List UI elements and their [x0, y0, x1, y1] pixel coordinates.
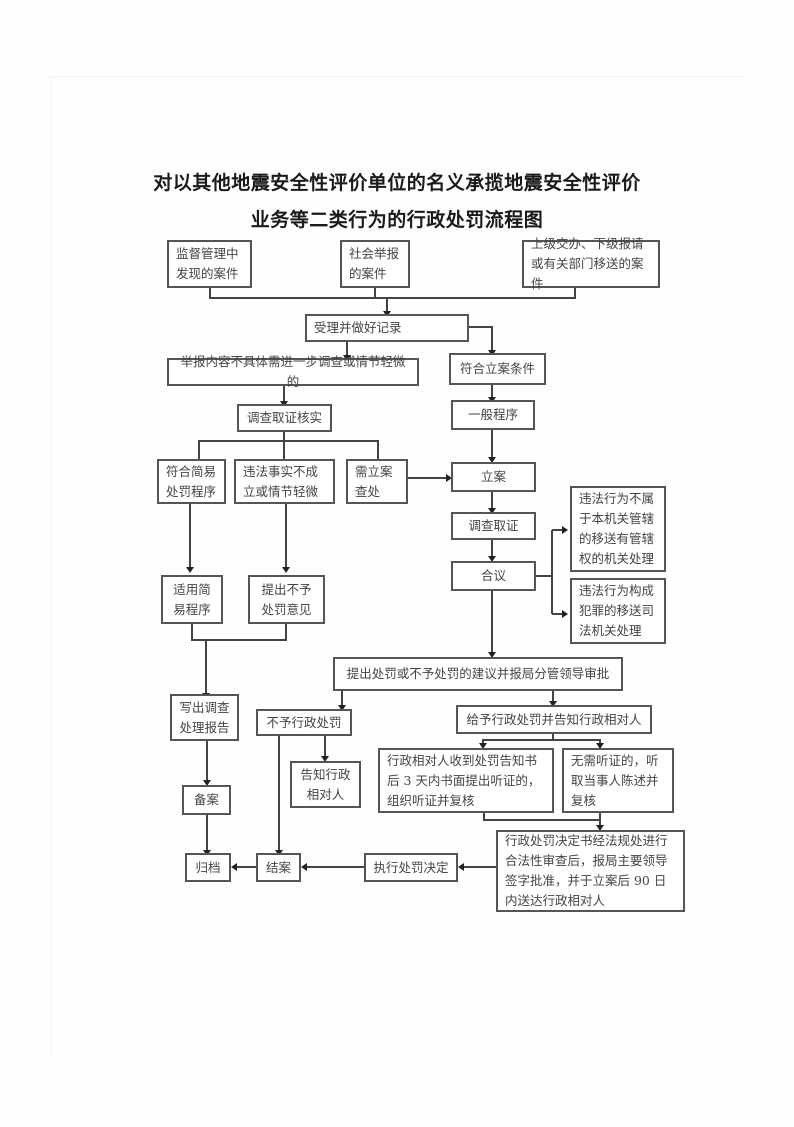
node-execute-decision: 执行处罚决定	[364, 853, 458, 882]
node-label: 无需听证的，听取当事人陈述并复核	[571, 752, 659, 808]
node-transfer-judicial: 违法行为构成犯罪的移送司法机关处理	[570, 578, 666, 644]
node-label: 提出不予处罚意见	[261, 581, 312, 617]
arrow-to-hearing	[479, 743, 487, 749]
arrow-to-file-record	[203, 780, 211, 786]
node-needs-filing: 需立案查处	[346, 459, 408, 504]
node-label: 不予行政处罚	[266, 714, 342, 730]
node-label: 调查取证	[468, 518, 519, 533]
node-label: 归档	[195, 859, 221, 875]
connector-merge-to-report	[191, 623, 287, 641]
node-propose-approval: 提出处罚或不予处罚的建议并报局分管领导审批	[333, 657, 623, 691]
node-close-case: 结案	[256, 853, 301, 882]
node-no-hearing: 无需听证的，听取当事人陈述并复核	[562, 748, 674, 813]
arrow-to-apply-simple	[186, 567, 194, 573]
arrow-to-approval	[488, 652, 496, 658]
node-file-record: 备案	[182, 785, 231, 815]
arrow-to-transfer-judicial	[562, 610, 568, 618]
arrow-to-give-penalty	[549, 701, 557, 707]
node-label: 符合简易处罚程序	[166, 463, 217, 499]
arrow-to-propose-no-penalty	[282, 567, 290, 573]
node-transfer-jurisdiction: 违法行为不属于本机关管辖的移送有管辖权的机关处理	[570, 486, 666, 572]
node-verify-investigation: 调查取证核实	[237, 404, 332, 432]
connector-hearing-merge	[483, 812, 601, 821]
node-write-report: 写出调查处理报告	[170, 694, 239, 741]
node-apply-simple: 适用简易程序	[161, 575, 223, 624]
node-decision-review: 行政处罚决定书经法规处进行合法性审查后，报局主要领导签字批准，并于立案后 90 …	[496, 830, 685, 912]
node-no-penalty: 不予行政处罚	[256, 709, 352, 736]
connector-verify-branch	[198, 440, 379, 459]
title-line-1: 对以其他地震安全性评价单位的名义承揽地震安全性评价	[153, 172, 641, 194]
node-simple-procedure-eligible: 符合简易处罚程序	[157, 459, 226, 504]
node-facts-not-established: 违法事实不成立或情节轻微	[234, 459, 335, 504]
node-source-public-report: 社会举报的案件	[340, 240, 410, 288]
node-label: 上级交办、下级报请或有关部门移送的案件	[531, 236, 644, 291]
arrow-to-notify-party	[321, 756, 329, 762]
node-meets-filing: 符合立案条件	[449, 353, 546, 385]
node-deliberation: 合议	[451, 561, 536, 591]
arrow-to-transfer-jurisdiction	[562, 526, 568, 534]
node-label: 调查取证核实	[246, 410, 322, 425]
node-label: 给予行政处罚并告知行政相对人	[466, 711, 642, 727]
arrow-to-decision	[596, 825, 604, 831]
node-accept-record: 受理并做好记录	[305, 314, 469, 342]
node-report-vague: 举报内容不具体需进一步调查或情节轻微的	[167, 354, 419, 389]
node-source-supervision: 监督管理中发现的案件	[167, 240, 252, 288]
arrow-to-close-from-execute	[301, 863, 307, 871]
node-label: 需立案查处	[355, 463, 393, 499]
node-label: 受理并做好记录	[314, 320, 402, 335]
node-archive: 归档	[185, 853, 231, 882]
node-file-case: 立案	[451, 462, 536, 492]
arrow-to-execute	[458, 863, 464, 871]
node-label: 结案	[265, 859, 291, 875]
node-give-penalty: 给予行政处罚并告知行政相对人	[456, 705, 652, 734]
node-label: 监督管理中发现的案件	[176, 246, 239, 281]
connector-source-transfer	[383, 287, 576, 299]
node-label: 立案	[480, 469, 506, 484]
node-label: 提出处罚或不予处罚的建议并报局分管领导审批	[346, 666, 610, 681]
title-line-2: 业务等二类行为的行政处罚流程图	[250, 209, 544, 231]
connector-source-supervision	[209, 287, 383, 299]
node-label: 违法行为不属于本机关管辖的移送有管辖权的机关处理	[579, 491, 655, 566]
node-general-procedure: 一般程序	[451, 400, 535, 430]
node-label: 举报内容不具体需进一步调查或情节轻微的	[180, 354, 406, 389]
arrow-to-file-case	[488, 457, 496, 463]
node-label: 违法事实不成立或情节轻微	[243, 463, 319, 499]
node-label: 社会举报的案件	[349, 246, 400, 281]
node-label: 写出调查处理报告	[179, 699, 230, 735]
arrow-to-no-hearing	[596, 743, 604, 749]
node-label: 行政处罚决定书经法规处进行合法性审查后，报局主要领导签字批准，并于立案后 90 …	[505, 833, 668, 908]
arrow-needs-to-file	[446, 474, 452, 482]
node-label: 违法行为构成犯罪的移送司法机关处理	[579, 583, 655, 638]
node-label: 执行处罚决定	[373, 859, 449, 875]
node-investigate: 调查取证	[451, 512, 536, 540]
arrow-to-deliberation	[488, 556, 496, 562]
node-propose-no-penalty: 提出不予处罚意见	[248, 575, 325, 624]
node-hearing: 行政相对人收到处罚告知书后 3 天内书面提出听证的，组织听证并复核	[378, 748, 554, 813]
node-label: 合议	[480, 568, 506, 583]
connector-accept-to-meets	[468, 326, 493, 351]
node-label: 告知行政相对人	[300, 766, 351, 802]
arrow-to-no-penalty	[338, 705, 346, 711]
node-label: 备案	[193, 792, 219, 807]
node-source-transfer: 上级交办、下级报请或有关部门移送的案件	[522, 236, 660, 291]
connector-give-penalty-branch	[482, 739, 601, 744]
arrow-to-investigate	[488, 508, 496, 514]
node-label: 行政相对人收到处罚告知书后 3 天内书面提出听证的，组织听证并复核	[387, 752, 541, 808]
arrow-to-archive-from-close	[231, 863, 237, 871]
node-label: 适用简易程序	[173, 581, 211, 617]
node-label: 一般程序	[467, 407, 518, 422]
node-notify-party: 告知行政相对人	[290, 761, 361, 808]
node-label: 符合立案条件	[459, 361, 535, 376]
